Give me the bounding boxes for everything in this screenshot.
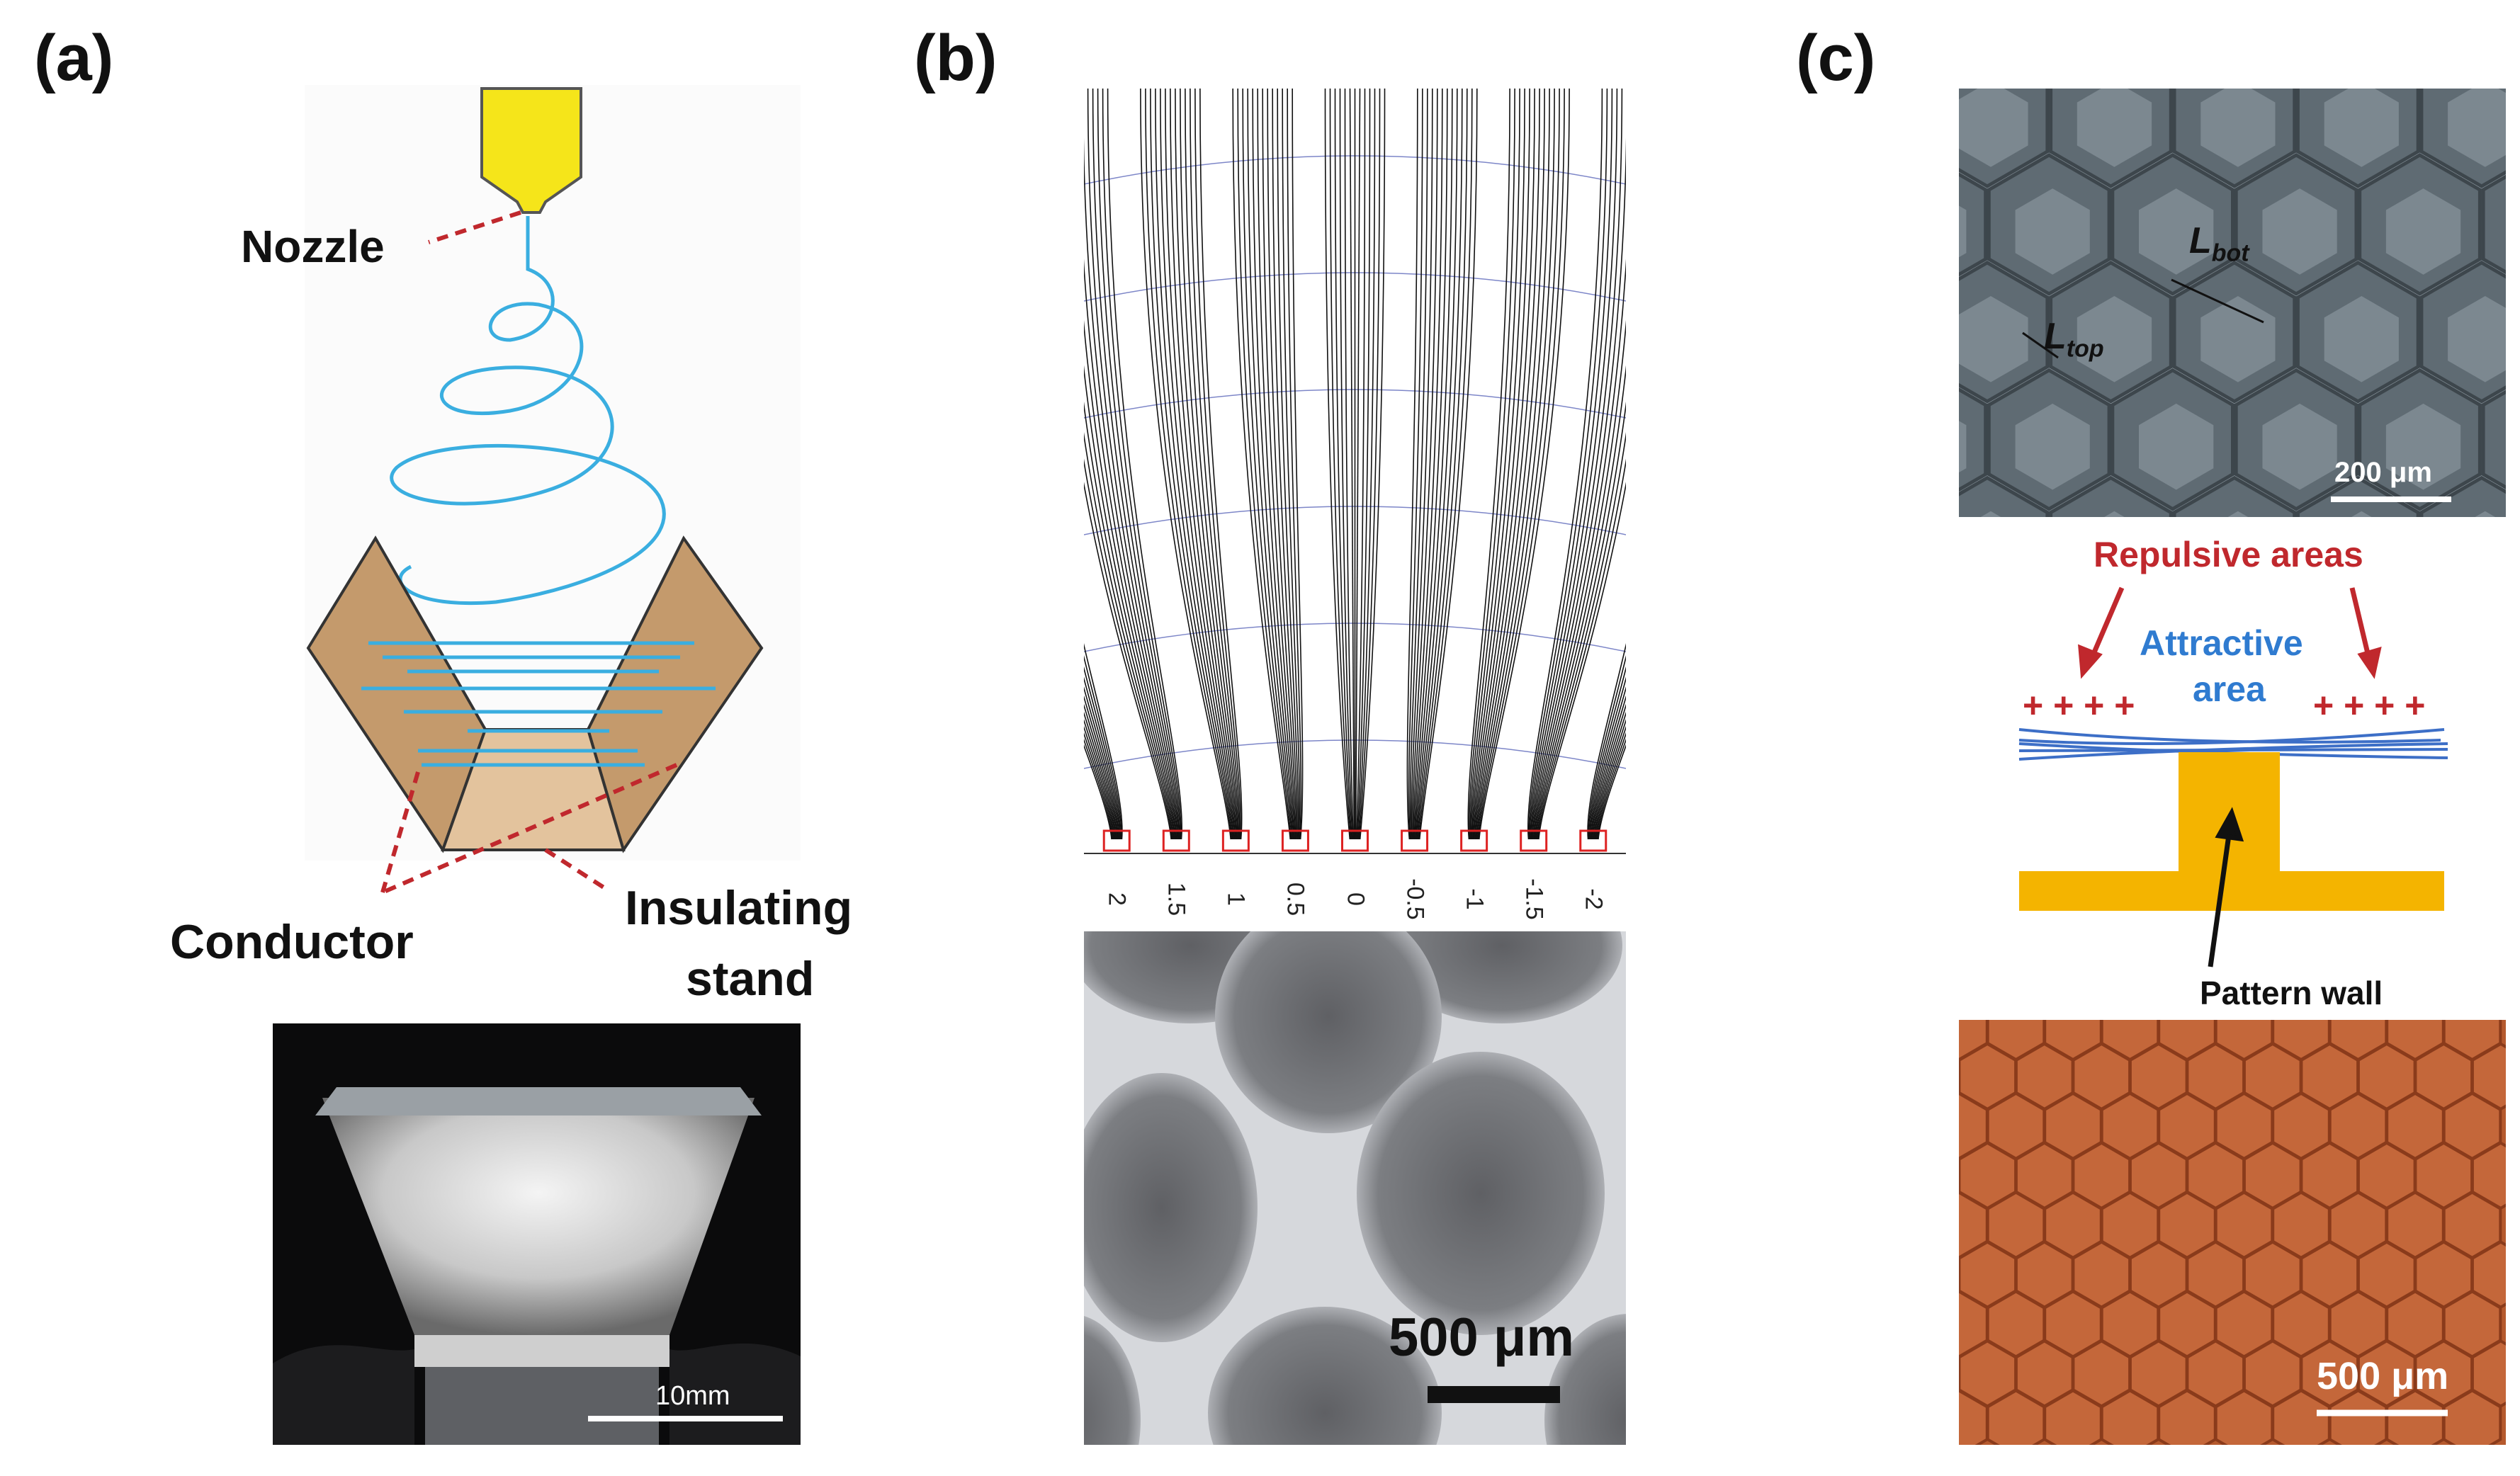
panel-c-photo-scale-label: 500 μm (2317, 1355, 2449, 1397)
electrode-marker (1162, 829, 1190, 852)
fiber-spiral (390, 216, 666, 605)
panel-c-photo: 500 μm (1959, 1020, 2506, 1445)
conductor-label: Conductor (170, 915, 414, 969)
attractive-area-line1: Attractive (2140, 623, 2303, 663)
repulsive-arrows (2078, 586, 2382, 679)
axis-tick-label: 0 (1342, 892, 1369, 906)
axis-tick-label: 2 (1103, 892, 1131, 906)
charges-left: + + + + (2023, 686, 2135, 725)
hexagon-cell (1959, 475, 2050, 517)
axis-tick-label: -0.5 (1401, 878, 1429, 920)
electrode-marker (1401, 829, 1429, 852)
deposited-fibers (361, 641, 716, 767)
hexagon-cell (2481, 174, 2506, 275)
insulating-label-line1: Insulating (625, 881, 852, 935)
axis-tick-label: -2 (1580, 888, 1608, 910)
l-top-label: Ltop (2044, 316, 2104, 363)
pattern-wall (2019, 752, 2444, 911)
axis-tick-label: 0.5 (1282, 882, 1309, 916)
panel-c-label: (c) (1796, 22, 1876, 94)
hexagon-cell (2049, 475, 2173, 517)
hexagon-cell (2419, 475, 2506, 517)
panel-c-sem-image: Lbot Ltop 200 μm (1959, 89, 2506, 517)
insulating-label-line2: stand (686, 952, 814, 1006)
panel-b-photo: 500 μm (1084, 931, 1626, 1445)
panel-b-label: (b) (914, 22, 998, 94)
panel-b-tick-labels: 2 1.5 1 0.5 0 -0.5 -1 -1.5 -2 (1084, 864, 1626, 931)
hexagon-cell (2481, 390, 2506, 489)
axis-tick-label: 1 (1222, 892, 1250, 906)
charges-right: + + + + (2313, 686, 2425, 725)
panel-a-photo: 10mm (273, 1023, 801, 1445)
nozzle-label: Nozzle (241, 221, 385, 272)
panel-b-field-plot (1084, 89, 1626, 864)
panel-b-scale-label: 500 μm (1389, 1307, 1574, 1368)
electrode-marker (1221, 829, 1250, 852)
pattern-wall-label: Pattern wall (2200, 975, 2383, 1011)
axis-tick-label: -1.5 (1520, 878, 1548, 920)
electrode-marker (1460, 829, 1488, 852)
panel-a-scale-label: 10mm (655, 1381, 730, 1411)
repulsive-areas-label: Repulsive areas (2094, 535, 2363, 574)
panel-a-schematic: Nozzle Conductor Insulating stand (170, 85, 852, 1006)
electrode-marker (1579, 829, 1608, 852)
l-bot-label: Lbot (2189, 220, 2249, 267)
hexagon-cell (2172, 475, 2297, 517)
electrode-marker (1281, 829, 1309, 852)
pattern-wall-arrow (2208, 807, 2244, 967)
electrode-marker (1520, 829, 1548, 852)
panel-a-label: (a) (34, 22, 114, 94)
honeycomb-cell (2442, 1389, 2502, 1445)
honeycomb-cell (1959, 1020, 1989, 1062)
attractive-area-line2: area (2193, 669, 2266, 709)
sem-scale-label: 200 μm (2334, 457, 2432, 488)
nozzle-icon (480, 87, 582, 214)
electrode-marker (1102, 829, 1131, 852)
axis-tick-label: -1 (1461, 888, 1488, 910)
axis-tick-label: 1.5 (1163, 882, 1190, 916)
electrode-marker (1341, 829, 1369, 852)
fiber-lines (2018, 728, 2448, 761)
